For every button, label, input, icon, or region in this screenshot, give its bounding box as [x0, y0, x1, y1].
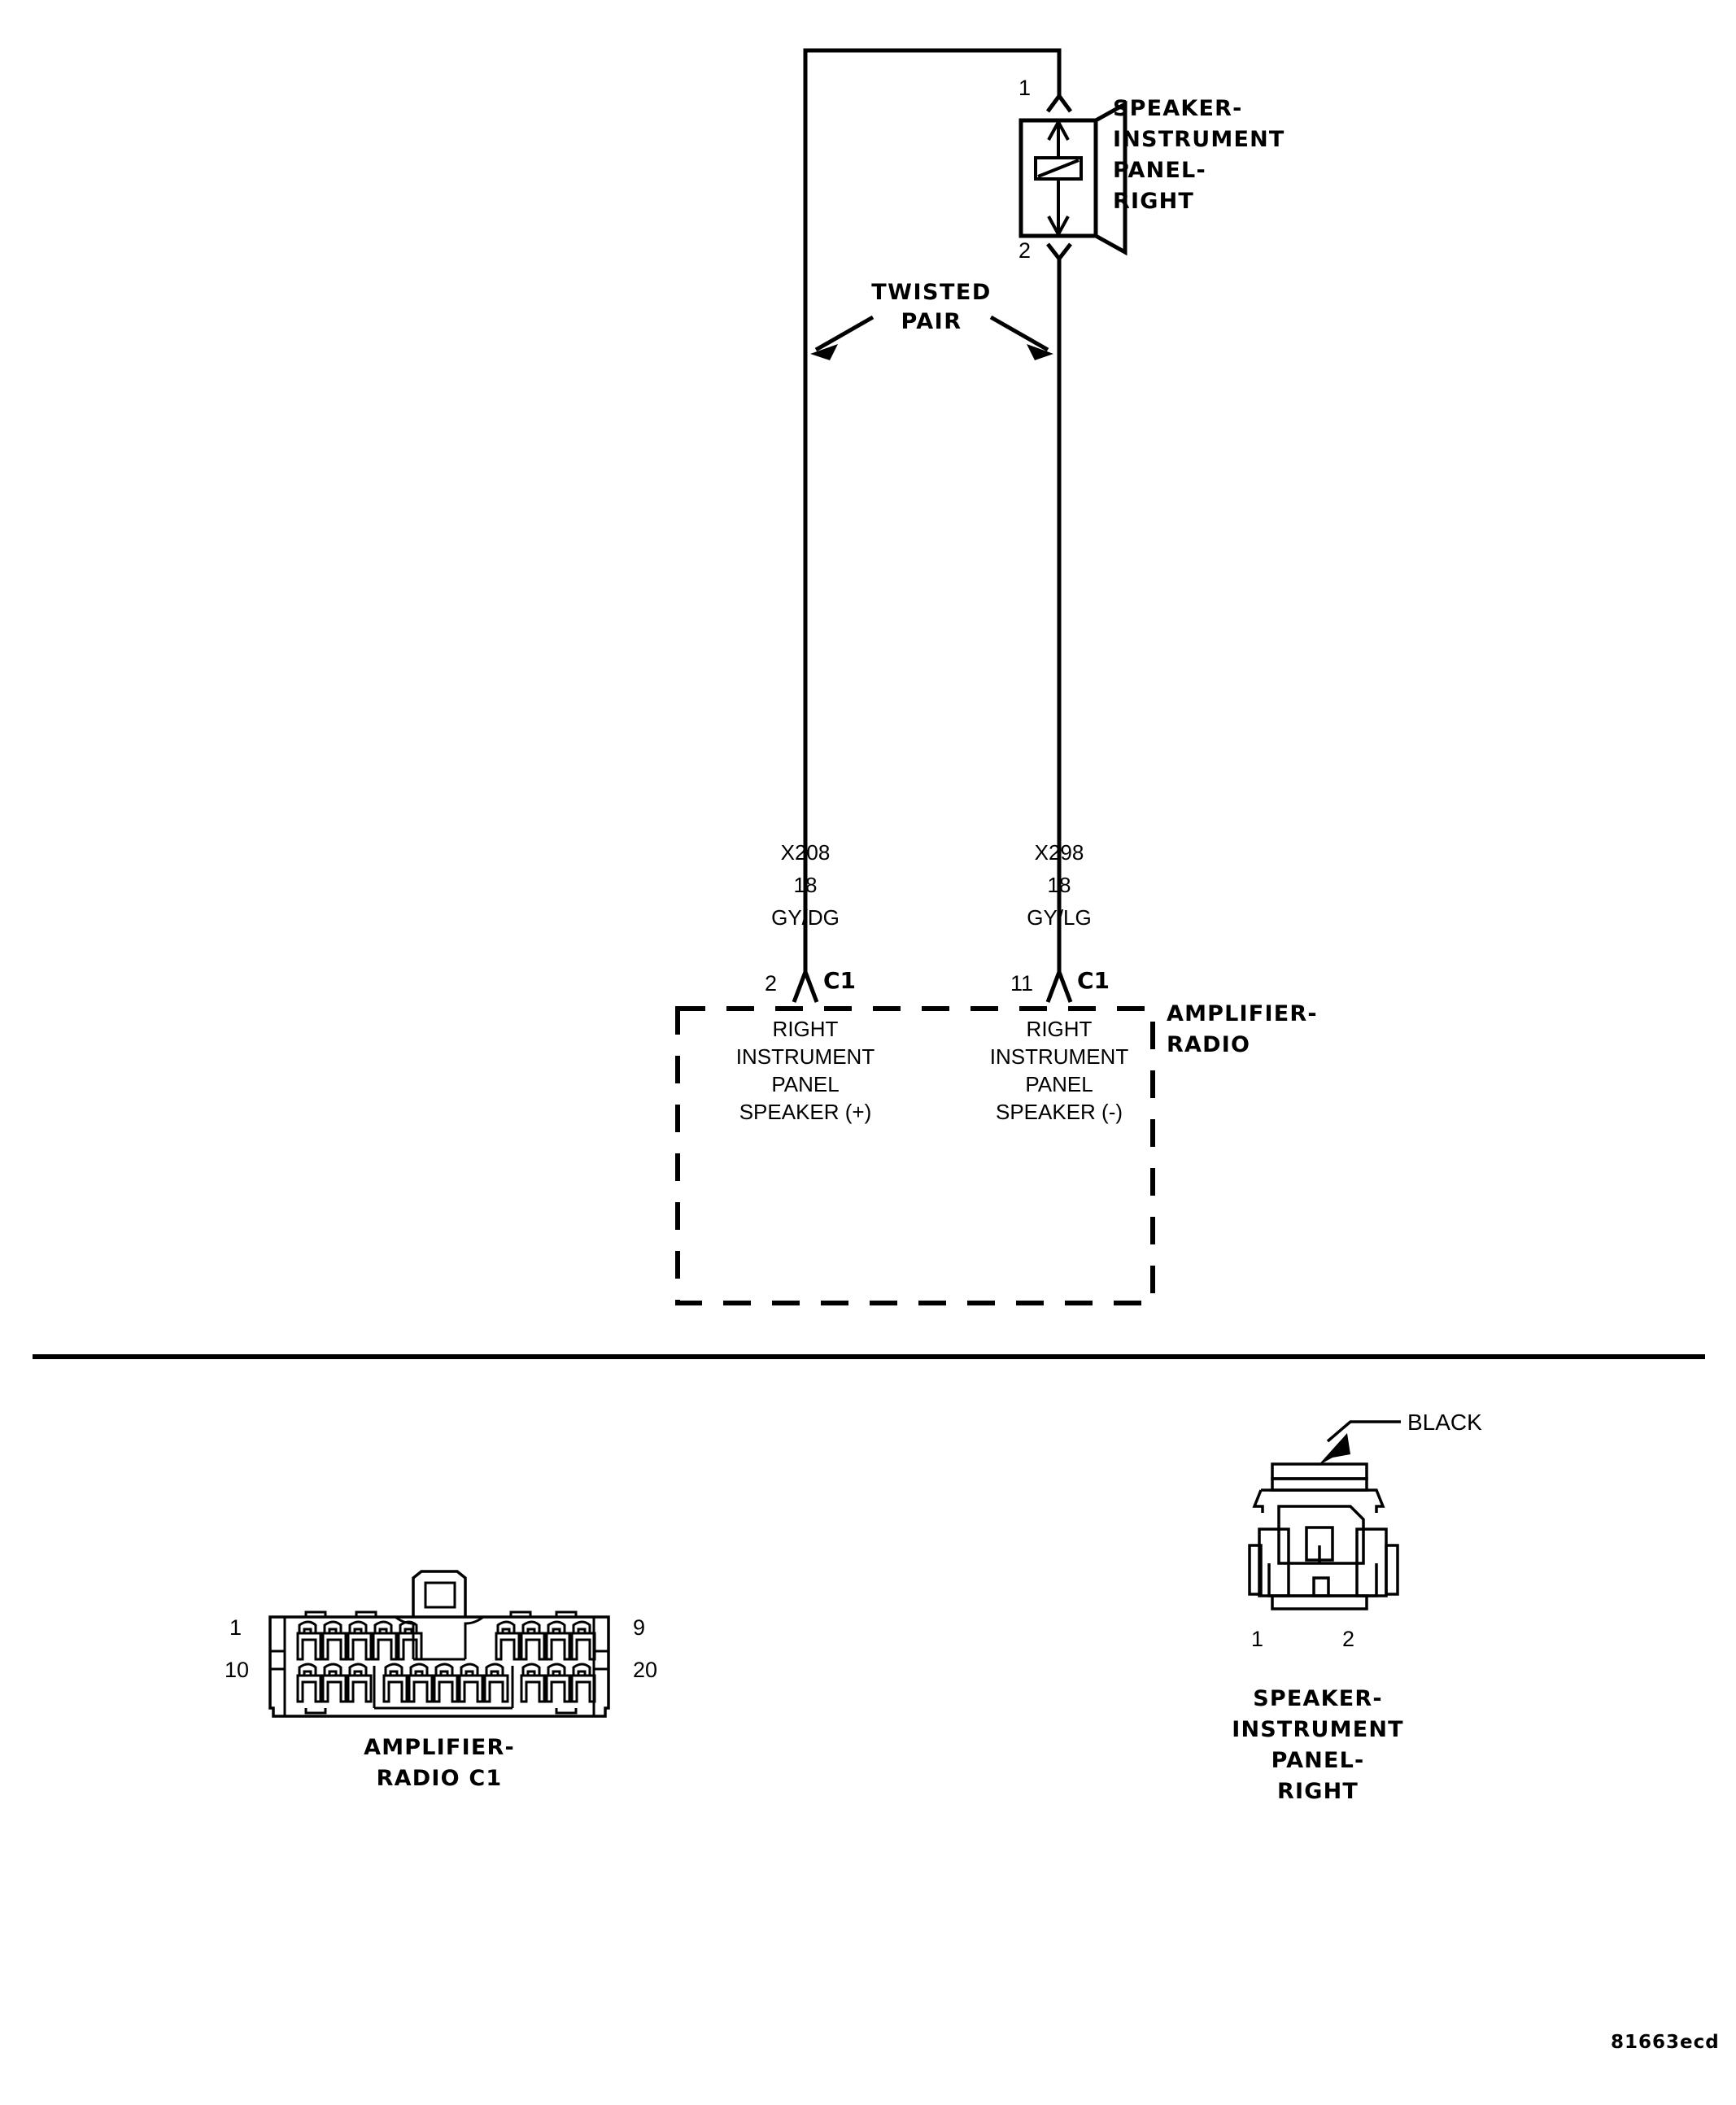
- wire-left-gauge: 18: [793, 873, 818, 897]
- amplifier-radio-label: AMPLIFIER- RADIO: [1167, 1001, 1318, 1057]
- speaker-connector-pin-2-number: 2: [1342, 1627, 1355, 1651]
- speaker-ip-right-caption: SPEAKER- INSTRUMENT PANEL- RIGHT: [1232, 1686, 1404, 1804]
- c1-pin-number-top-right: 9: [633, 1615, 646, 1640]
- schematic-wires: [33, 48, 1705, 1359]
- diagram-id-code: 81663ecd: [1611, 2032, 1720, 2053]
- amplifier-pin-2-connector-tag: C1: [823, 967, 857, 994]
- amplifier-function-right: RIGHT INSTRUMENT PANEL SPEAKER (-): [989, 1017, 1129, 1124]
- c1-pin-number-bottom-right: 20: [633, 1658, 658, 1682]
- c1-pin-number-bottom-left: 10: [225, 1658, 250, 1682]
- speaker-pin-1-number: 1: [1018, 76, 1032, 100]
- speaker-connector-color-callout: BLACK: [1407, 1410, 1482, 1435]
- wire-left-color: GY/DG: [771, 905, 840, 930]
- wire-right-circuit-id: X298: [1034, 840, 1084, 865]
- amplifier-radio-c1-caption: AMPLIFIER- RADIO C1: [364, 1735, 515, 1791]
- twisted-pair-label: TWISTED PAIR: [871, 280, 992, 334]
- amplifier-radio-c1-connector-view: [228, 1545, 651, 1757]
- c1-pin-number-top-left: 1: [229, 1615, 242, 1640]
- speaker-connector-pin-1-number: 1: [1251, 1627, 1264, 1651]
- wire-left-circuit-id: X208: [780, 840, 831, 865]
- amplifier-pin-11-connector-tag: C1: [1077, 967, 1110, 994]
- speaker-ip-right-connector-view: [1188, 1383, 1529, 1659]
- amplifier-pin-2-number: 2: [765, 971, 778, 996]
- speaker-pin-2-number: 2: [1018, 238, 1032, 263]
- amplifier-pin-11-number: 11: [1010, 971, 1034, 996]
- wire-right-color: GY/LG: [1027, 905, 1092, 930]
- wire-right-gauge: 18: [1047, 873, 1071, 897]
- amplifier-function-left: RIGHT INSTRUMENT PANEL SPEAKER (+): [735, 1017, 875, 1124]
- speaker-instrument-panel-right-label: SPEAKER- INSTRUMENT PANEL- RIGHT: [1113, 96, 1285, 214]
